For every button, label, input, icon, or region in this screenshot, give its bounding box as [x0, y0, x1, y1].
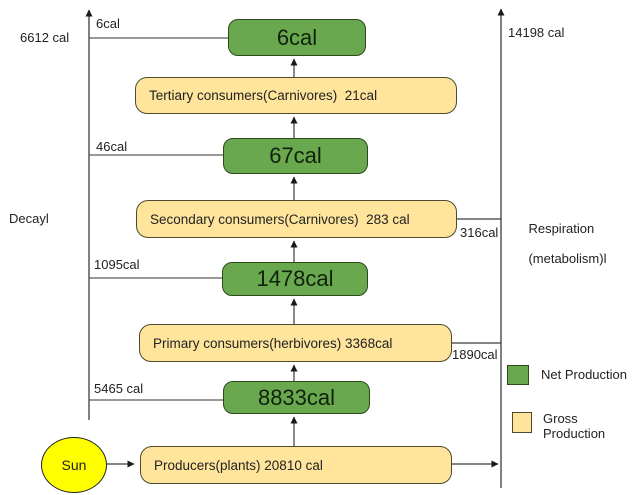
sun-shape: Sun [41, 437, 107, 493]
net-production-secondary-box: 67cal [223, 138, 368, 174]
producers-box: Producers(plants) 20810 cal [140, 446, 452, 484]
legend-gross-production-swatch [512, 412, 532, 433]
legend-net-production-label: Net Production [541, 367, 627, 382]
respiration-axis-label: Respiration (metabolism)l [514, 206, 606, 281]
respiration-total-label: 14198 cal [508, 25, 565, 40]
respiration-flow-primary-label: 1890cal [452, 347, 498, 362]
net-production-primary-box: 1478cal [222, 262, 368, 296]
decay-total-label: 6612 cal [20, 30, 70, 45]
decay-axis-label: Decayl [9, 211, 49, 226]
decay-flow-tertiary-label: 6cal [96, 16, 120, 31]
legend-gross-production-label: Gross Production [543, 411, 606, 441]
legend-net-production-swatch [507, 365, 529, 385]
decay-flow-secondary-label: 46cal [96, 139, 128, 154]
respiration-axis-label-line2: (metabolism)l [528, 251, 607, 266]
decay-flow-primary-label: 1095cal [94, 257, 140, 272]
primary-consumers-box: Primary consumers(herbivores) 3368cal [139, 324, 452, 362]
respiration-flow-secondary-label: 316cal [460, 225, 499, 240]
net-production-tertiary-box: 6cal [228, 19, 366, 56]
net-production-producers-box: 8833cal [223, 381, 370, 414]
decay-flow-producer-label: 5465 cal [94, 381, 144, 396]
tertiary-consumers-box: Tertiary consumers(Carnivores) 21cal [135, 77, 457, 114]
secondary-consumers-box: Secondary consumers(Carnivores) 283 cal [136, 200, 457, 238]
respiration-axis-label-line1: Respiration [528, 221, 595, 236]
